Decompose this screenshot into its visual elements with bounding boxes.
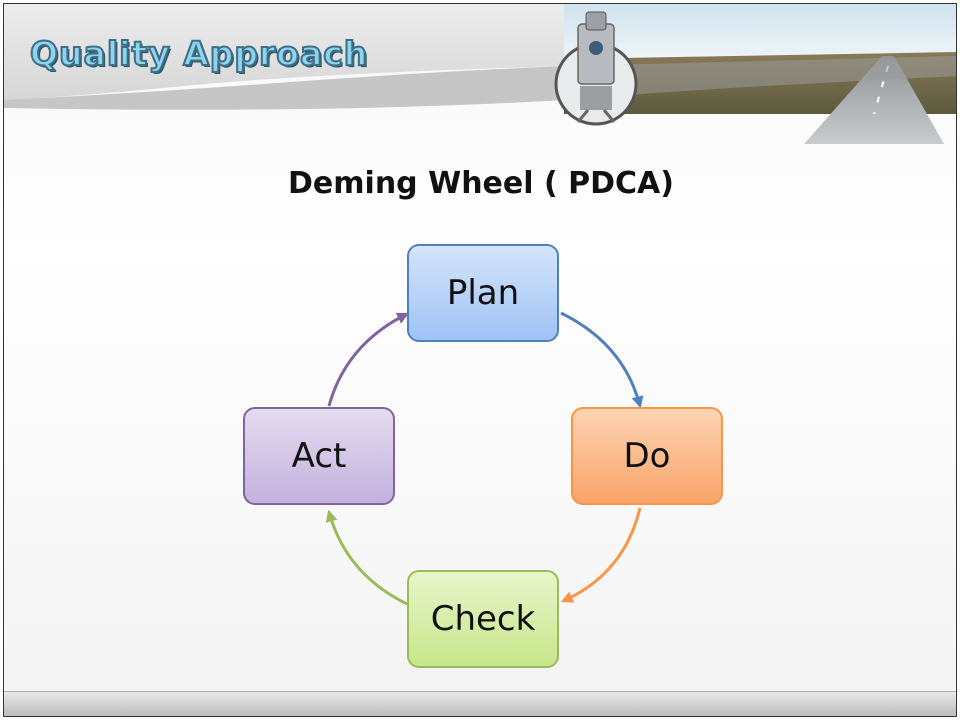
node-check-label: Check xyxy=(430,599,536,639)
slide: Quality Approach Deming Wheel ( PDCA) Pl… xyxy=(3,3,957,717)
arrow-act-to-plan xyxy=(327,312,410,407)
slide-title: Quality Approach xyxy=(29,33,369,74)
node-do: Do xyxy=(571,407,723,505)
node-do-label: Do xyxy=(623,436,671,476)
node-check: Check xyxy=(407,570,559,668)
node-plan: Plan xyxy=(407,244,559,342)
arrow-plan-to-do xyxy=(560,311,644,409)
node-act: Act xyxy=(243,407,395,505)
footer-band xyxy=(4,691,956,716)
node-plan-label: Plan xyxy=(446,273,520,313)
node-act-label: Act xyxy=(291,436,347,476)
arrow-do-to-check xyxy=(560,507,642,603)
diagram-title: Deming Wheel ( PDCA) xyxy=(288,166,674,201)
header-banner xyxy=(4,4,956,144)
cycle-arrows xyxy=(325,311,644,606)
arrow-check-to-act xyxy=(325,509,408,606)
